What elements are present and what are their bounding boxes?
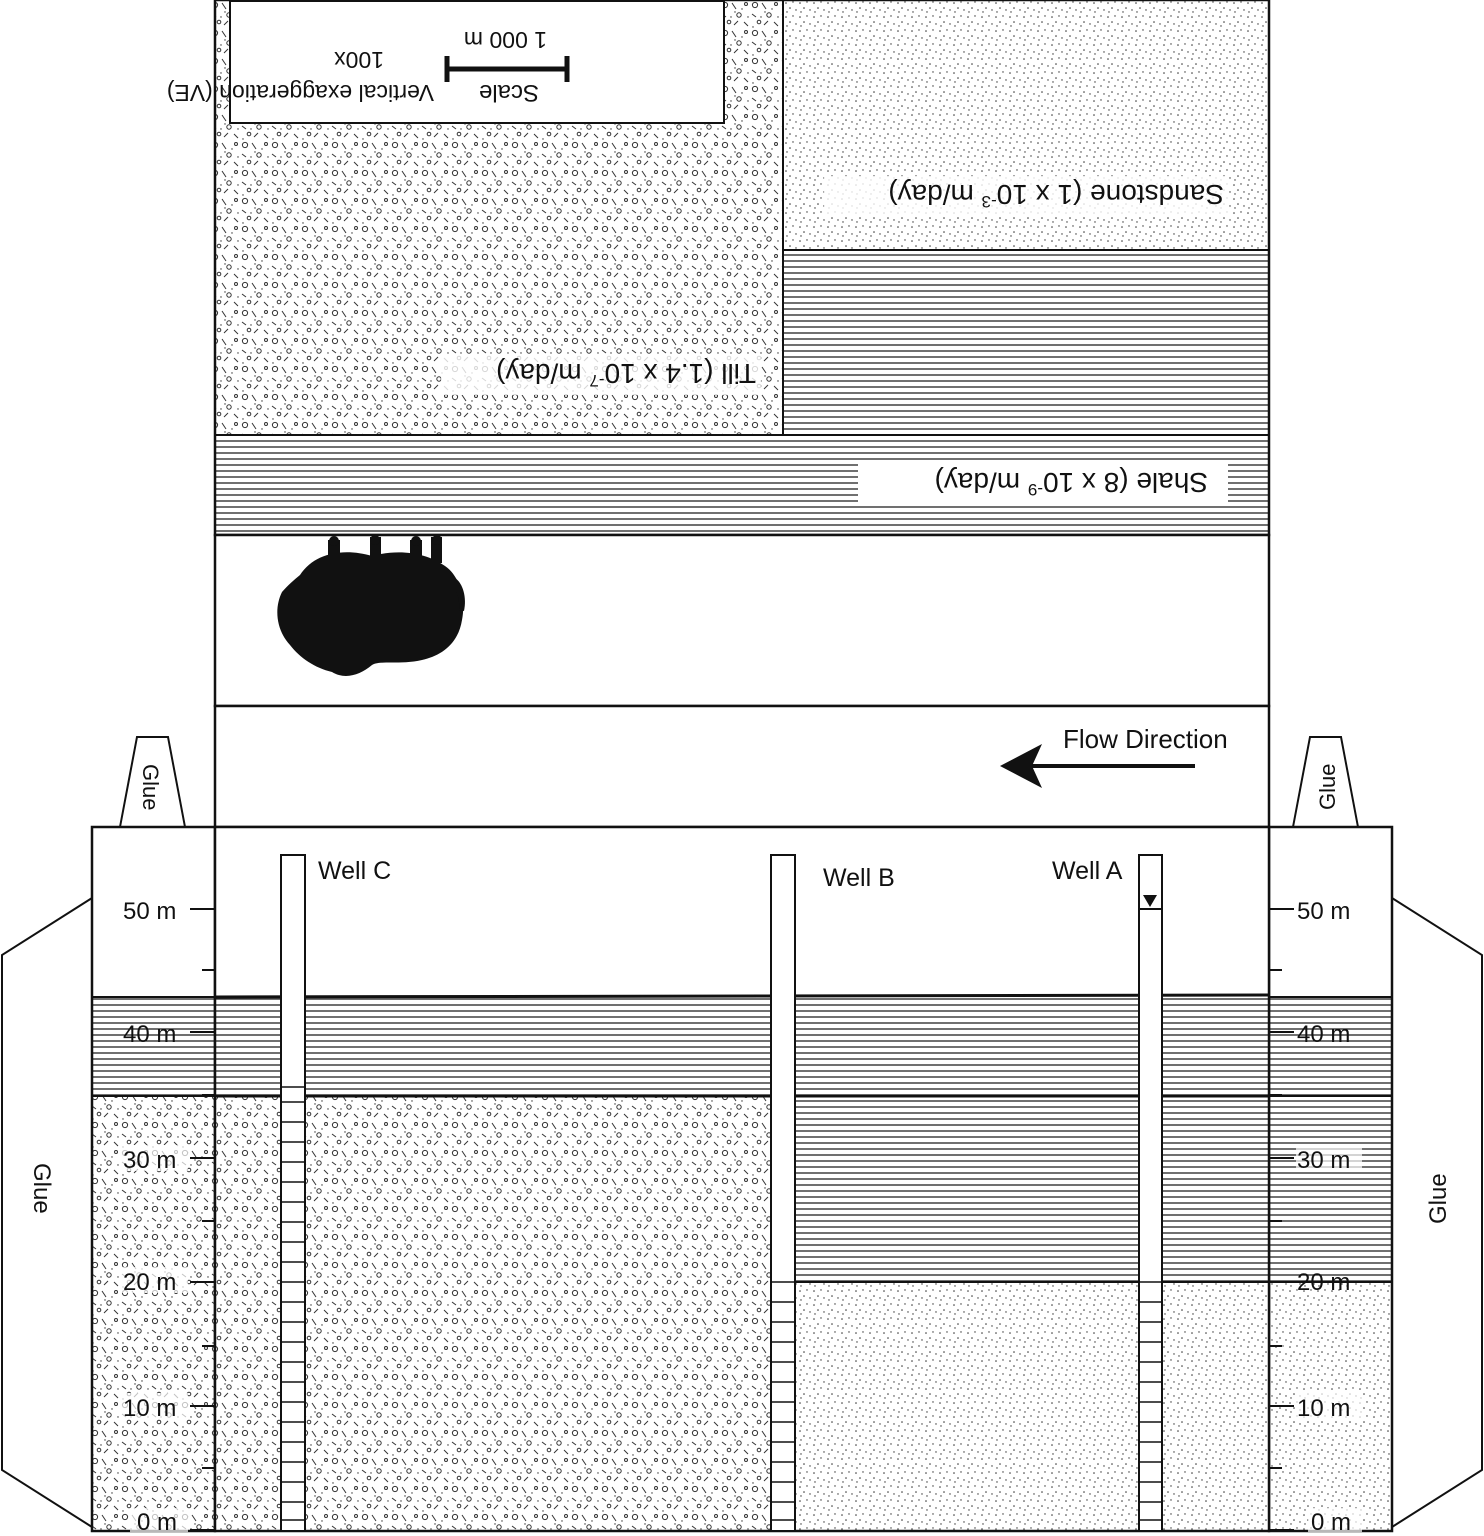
flow-panel: Flow Direction [213, 704, 1271, 829]
sandstone-layer-front [783, 1282, 1269, 1531]
upper-shale-layer [215, 997, 1269, 1096]
scale-title: Scale [479, 79, 539, 106]
axis-right-30: 30 m [1297, 1147, 1350, 1174]
axis-left-20: 20 m [123, 1269, 176, 1296]
front-cross-section [213, 825, 1271, 1533]
well-c: Well C [280, 854, 391, 1532]
axis-right-40: 40 m [1297, 1021, 1350, 1048]
top-panel: Scale 1 000 m Vertical exaggeration (VE)… [167, 0, 1271, 537]
well-c-label: Well C [318, 857, 391, 885]
ve-label: Vertical exaggeration (VE) [167, 80, 434, 106]
left-side-panel: 50 m 40 m 30 m 20 m 10 m 0 m [90, 825, 228, 1536]
well-a-screen [1139, 1281, 1162, 1521]
till-label: Till (1.4 x 10-7 m/day) [496, 358, 756, 390]
axis-left-0: 0 m [137, 1509, 177, 1536]
ve-value: 100x [334, 47, 384, 73]
scale-distance: 1 000 m [464, 27, 547, 53]
water-table-triangle-icon [1143, 895, 1157, 907]
glue-tab-right: Glue [1425, 1173, 1452, 1224]
scale-box: Scale 1 000 m Vertical exaggeration (VE)… [167, 0, 725, 124]
axis-left-30: 30 m [123, 1147, 176, 1174]
axis-left-50: 50 m [123, 898, 176, 925]
right-side-panel: 50 m 40 m 30 m 20 m 10 m 0 m [1256, 825, 1394, 1536]
lower-shale-layer [783, 1096, 1269, 1282]
well-a-label: Well A [1052, 857, 1123, 885]
well-a: Well A [1052, 854, 1163, 1532]
sandstone-label: Sandstone (1 x 10-3 m/day) [888, 179, 1224, 211]
flow-direction-label: Flow Direction [1063, 724, 1228, 754]
glue-tab-left: Glue [28, 1163, 55, 1214]
well-b: Well B [770, 854, 895, 1532]
bison-silhouette-icon [277, 535, 465, 676]
flow-arrow-icon [1000, 744, 1042, 788]
axis-left-40: 40 m [123, 1021, 176, 1048]
glue-tab-top-left: Glue [138, 764, 163, 810]
surface-panel [213, 533, 1271, 708]
axis-right-0: 0 m [1311, 1509, 1351, 1536]
glue-tabs: Glue Glue Glue Glue [1, 736, 1483, 1529]
shale-label: Shale (8 x 10-9 m/day) [935, 467, 1208, 499]
shale-layer-top-right [783, 250, 1269, 435]
axis-right-50: 50 m [1297, 898, 1350, 925]
axis-right-10: 10 m [1297, 1395, 1350, 1422]
well-b-label: Well B [823, 864, 895, 892]
well-c-screen [281, 1086, 305, 1521]
well-b-screen [771, 1281, 795, 1521]
till-layer-front [215, 1096, 783, 1531]
glue-tab-top-right: Glue [1315, 764, 1340, 810]
axis-right-20: 20 m [1297, 1269, 1350, 1296]
axis-left-10: 10 m [123, 1395, 176, 1422]
